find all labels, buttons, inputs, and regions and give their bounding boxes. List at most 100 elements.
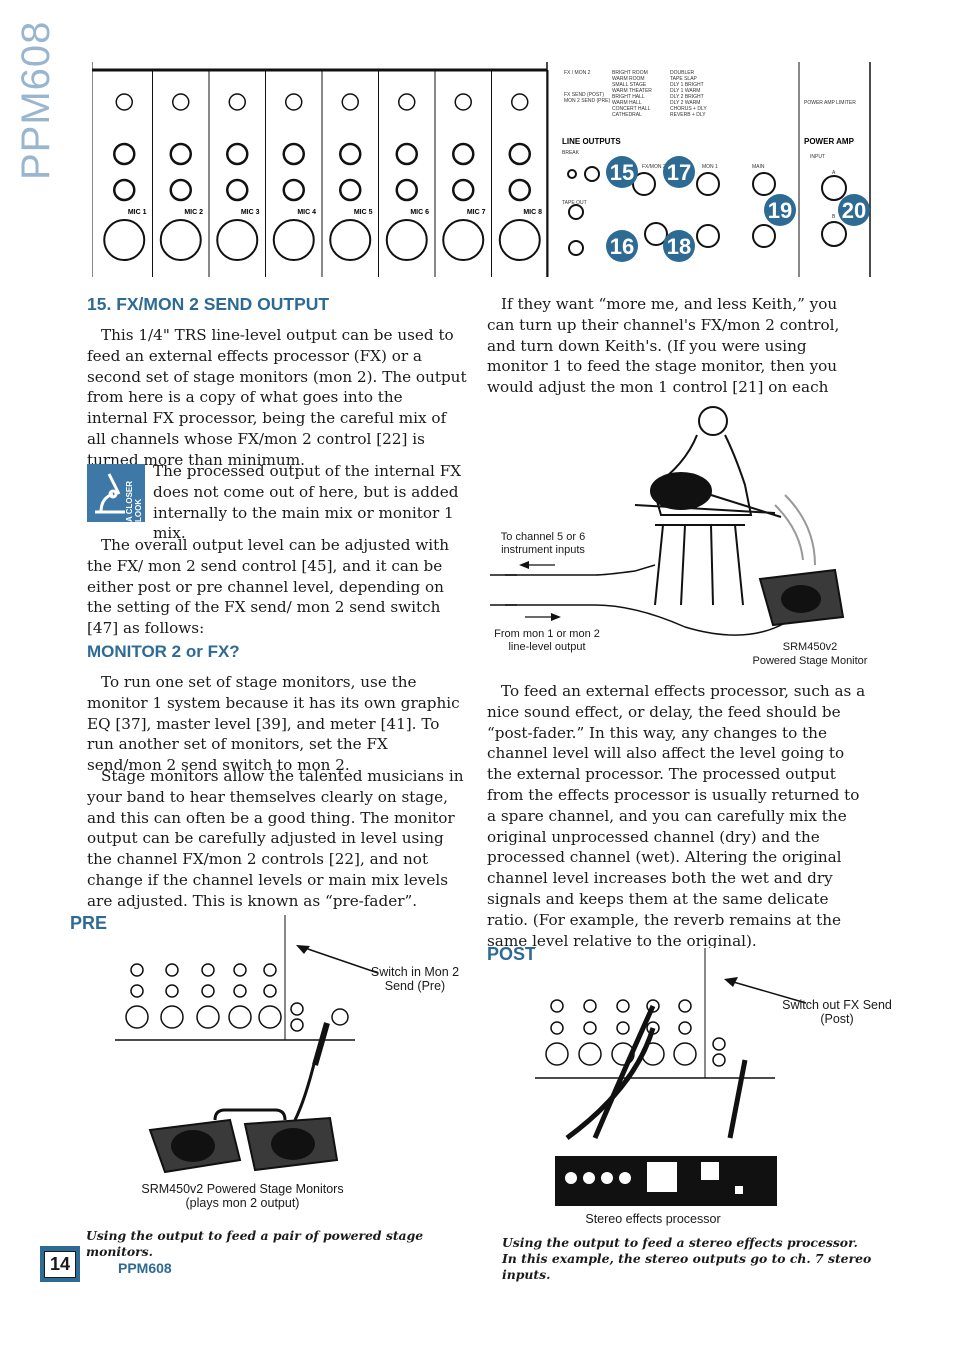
section-15-paragraph-1: This 1/4" TRS line-level output can be u… [87,326,467,469]
channel-label: MIC 5 [354,209,373,216]
channel-label: MIC 7 [467,209,486,216]
channel-knob [172,93,190,111]
svg-text:INPUT: INPUT [810,154,825,160]
svg-text:B: B [832,214,836,220]
channel-knob [285,93,303,111]
pre-caption: Using the output to feed a pair of power… [86,1228,424,1259]
channel-knob [115,93,133,111]
insert-jack [452,142,475,166]
right-paragraph-2: To feed an external effects processor, s… [487,682,866,950]
svg-text:DLY 2 BRIGHT: DLY 2 BRIGHT [670,94,704,100]
callout-badge [838,194,870,226]
svg-text:SMALL STAGE: SMALL STAGE [612,82,647,88]
callout-badge [606,156,638,188]
svg-text:BRIGHT ROOM: BRIGHT ROOM [612,70,648,76]
xlr-jack [159,219,202,261]
channel-knob [341,93,359,111]
svg-text:POWER AMP LIMITER: POWER AMP LIMITER [804,100,856,106]
svg-text:FX SEND (POST): FX SEND (POST) [564,92,604,98]
callout-badge [663,230,695,262]
callout-number: 18 [667,234,691,259]
channel-label: MIC 2 [184,209,203,216]
callout-badge [663,156,695,188]
channel-knob [398,93,416,111]
svg-text:CONCERT HALL: CONCERT HALL [612,106,651,112]
xlr-jack [272,219,315,261]
right-paragraph-1: If they want “more me, and less Keith,” … [487,295,840,417]
channel-knob [511,93,529,111]
insert-jack [169,142,192,166]
post-switch-label: Switch out FX Send (Post) [782,998,892,1026]
svg-text:FX / MON 2: FX / MON 2 [564,70,591,76]
insert-jack [226,142,249,166]
channel-label: MIC 3 [241,209,260,216]
svg-text:A: A [832,170,836,176]
xlr-jack [103,219,146,261]
callout-badge [764,194,796,226]
xlr-jack [329,219,372,261]
svg-text:REVERB + DLY: REVERB + DLY [670,112,706,118]
post-label: POST [487,944,537,964]
pre-mixer-illustration [115,915,360,1075]
callout-number: 15 [610,160,634,185]
closer-look-label: A CLOSER LOOK [125,480,143,522]
svg-text:MON 2 SEND (PRE): MON 2 SEND (PRE) [564,98,610,104]
line-jack [113,178,136,202]
closer-look-badge: A CLOSER LOOK [87,464,145,522]
page-number-box: 14 [40,1246,80,1282]
post-mixer-illustration [535,948,780,1206]
monitor-heading: MONITOR 2 or FX? [87,642,240,661]
line-jack [452,178,475,202]
line-jack [169,178,192,202]
svg-text:MAIN: MAIN [752,164,765,170]
pre-switch-label: Switch in Mon 2 Send (Pre) [370,965,460,993]
line-jack [339,178,362,202]
svg-text:TAPE OUT: TAPE OUT [562,200,587,206]
svg-text:WARM ROOM: WARM ROOM [612,76,645,82]
svg-text:CHORUS + DLY: CHORUS + DLY [670,106,707,112]
pre-monitors-label: SRM450v2 Powered Stage Monitors (plays m… [141,1182,344,1210]
channel-label: MIC 1 [128,209,147,216]
channel-label: MIC 6 [410,209,429,216]
figure-label-input: To channel 5 or 6 instrument inputs [500,531,586,556]
callout-number: 19 [768,198,792,223]
line-outputs-label: LINE OUTPUTS [562,137,621,146]
pre-stage-monitors-illustration [148,1060,339,1174]
svg-text:CATHEDRAL: CATHEDRAL [612,112,642,118]
monitor-paragraph-1: To run one set of stage monitors, use th… [87,673,460,775]
power-amp-label: POWER AMP [804,137,855,146]
microscope-icon [87,464,145,522]
line-jack [395,178,418,202]
line-jack [508,178,531,202]
insert-jack [508,142,531,166]
guitarist-monitor-illustration [485,395,875,655]
vertical-product-title: PPM608 [14,20,58,180]
line-jack [282,178,305,202]
post-caption: Using the output to feed a stereo effect… [502,1235,872,1282]
xlr-jack [498,219,541,261]
svg-text:FX/MON 2: FX/MON 2 [642,164,666,170]
xlr-jack [385,219,428,261]
insert-jack [282,142,305,166]
xlr-jack [216,219,259,261]
svg-text:TAPE SLAP: TAPE SLAP [670,76,698,82]
monitor-paragraph-2: Stage monitors allow the talented musici… [87,767,464,910]
xlr-jack [442,219,485,261]
svg-text:DOUBLER: DOUBLER [670,70,695,76]
svg-text:BREAK: BREAK [562,150,580,156]
callout-number: 20 [842,198,866,223]
section-15-heading: 15. FX/MON 2 SEND OUTPUT [87,294,330,314]
footer-title: PPM608 [118,1260,172,1276]
insert-jack [339,142,362,166]
callout-number: 16 [610,234,634,259]
closer-look-note: The processed output of the internal FX … [153,462,462,543]
page-number: 14 [43,1250,77,1278]
post-processor-label: Stereo effects processor [585,1212,721,1226]
insert-jack [113,142,136,166]
line-jack [226,178,249,202]
pre-label: PRE [70,913,108,933]
svg-text:WARM THEATER: WARM THEATER [612,88,652,94]
figure-label-output: From mon 1 or mon 2 line-level output [494,628,600,653]
